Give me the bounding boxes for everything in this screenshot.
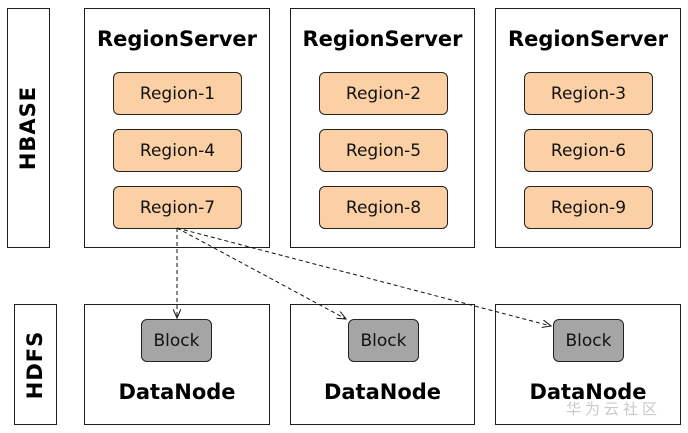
region-1-box: Region-1 bbox=[113, 72, 242, 115]
region-2-box: Region-2 bbox=[319, 72, 448, 115]
arrow-to-block-2 bbox=[176, 227, 346, 319]
region-8-box: Region-8 bbox=[319, 186, 448, 229]
region-server-title: RegionServer bbox=[96, 27, 258, 51]
hbase-label: HBASE bbox=[7, 8, 50, 248]
data-node-3: Block DataNode bbox=[495, 304, 681, 425]
watermark: 华为云社区 bbox=[566, 400, 662, 418]
region-9-box: Region-9 bbox=[524, 186, 653, 229]
region-3-box: Region-3 bbox=[524, 72, 653, 115]
data-node-1: Block DataNode bbox=[84, 304, 270, 425]
block-box: Block bbox=[553, 319, 624, 362]
data-node-title: DataNode bbox=[118, 380, 236, 404]
block-box: Block bbox=[348, 319, 419, 362]
region-5-box: Region-5 bbox=[319, 129, 448, 172]
region-server-1: RegionServer Region-1 Region-4 Region-7 bbox=[84, 8, 270, 248]
region-server-2: RegionServer Region-2 Region-5 Region-8 bbox=[290, 8, 475, 248]
region-4-box: Region-4 bbox=[113, 129, 242, 172]
region-6-box: Region-6 bbox=[524, 129, 653, 172]
region-server-title: RegionServer bbox=[302, 27, 463, 51]
region-server-title: RegionServer bbox=[507, 27, 669, 51]
region-server-3: RegionServer Region-3 Region-6 Region-9 bbox=[495, 8, 681, 248]
data-node-title: DataNode bbox=[323, 380, 442, 404]
arrow-to-block-3 bbox=[176, 227, 551, 326]
block-box: Block bbox=[141, 319, 212, 362]
region-7-box: Region-7 bbox=[113, 186, 242, 229]
hdfs-label: HDFS bbox=[14, 304, 57, 425]
data-node-title: DataNode bbox=[529, 380, 647, 404]
data-node-2: Block DataNode bbox=[290, 304, 475, 425]
